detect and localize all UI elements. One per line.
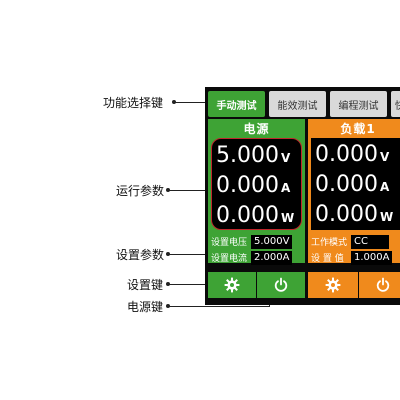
voltage-unit: V [280,151,291,165]
load-channel-buttons [308,272,400,298]
power-value: 0.000 [216,203,279,228]
power-channel-buttons [208,272,305,298]
power-channel-panel: 电源 5.000 V 0.000 A 0.000 W 设置电压 5.000V [208,119,305,265]
work-mode-value[interactable]: CC [351,234,389,249]
set-value-label: 设 置 值 [311,254,344,264]
annotation-dot [172,100,176,104]
load-current-readout: 0.000 A [311,168,400,198]
tab-program-test[interactable]: 编程测试 [330,91,387,117]
annotation-line [168,284,224,285]
power-unit: W [280,211,295,225]
annotation-dot [166,188,170,192]
load-channel-panel: 负载1 0.000 V 0.000 A 0.000 W 工作模式 CC [308,119,400,265]
instrument-screen: 手动测试 能效测试 编程测试 快 电源 5.000 V 0.000 A 0.00… [205,87,400,305]
load-channel-title: 负载1 [340,121,376,136]
annotation-line [168,306,270,307]
annotation-power-key: 电源键 [127,300,164,314]
divider [256,272,257,298]
divider [357,272,359,298]
current-value: 0.000 [216,173,279,198]
power-toggle-button[interactable] [257,272,305,298]
set-value-row: 设 置 值 1.000A [311,250,393,265]
annotation-line [168,190,210,191]
voltage-value: 5.000 [216,143,279,168]
annotation-dot [166,282,170,286]
annotation-function-select-key: 功能选择键 [103,96,164,110]
load-voltage-value: 0.000 [315,142,378,167]
function-tabs: 手动测试 能效测试 编程测试 快 [208,91,400,117]
set-current-value[interactable]: 2.000A [251,250,293,265]
tab-manual-test[interactable]: 手动测试 [208,91,265,117]
power-channel-title: 电源 [243,121,270,136]
power-settings-button[interactable] [208,272,256,298]
annotation-set-key: 设置键 [127,278,164,292]
annotation-run-params: 运行参数 [116,184,165,198]
load-toggle-button[interactable] [359,272,400,298]
load-power-value: 0.000 [315,202,378,227]
set-voltage-value[interactable]: 5.000V [251,234,293,249]
power-icon [274,277,288,292]
load-current-value: 0.000 [315,172,378,197]
set-voltage-label: 设置电压 [211,238,248,248]
tab-efficiency-test[interactable]: 能效测试 [269,91,326,117]
work-mode-row: 工作模式 CC [311,234,389,249]
gear-icon [224,277,240,293]
load-voltage-unit: V [379,150,390,164]
load-readout: 0.000 V 0.000 A 0.000 W [311,138,400,230]
load-current-unit: A [379,180,390,194]
tab-quick-test[interactable]: 快 [391,91,400,117]
set-voltage-row: 设置电压 5.000V [211,234,293,249]
load-voltage-readout: 0.000 V [311,138,400,168]
set-current-row: 设置电流 2.000A [211,250,293,265]
annotation-set-params: 设置参数 [116,248,165,262]
set-current-label: 设置电流 [211,254,248,264]
annotation-line [168,254,210,255]
current-unit: A [280,181,291,195]
power-readout: 5.000 V 0.000 A 0.000 W [211,138,302,230]
load-power-readout: 0.000 W [311,198,400,228]
annotation-dot [166,304,170,308]
load-power-unit: W [379,210,394,224]
power-icon [377,277,390,292]
annotation-line [174,102,209,103]
gear-icon [325,277,341,293]
work-mode-label: 工作模式 [311,238,348,248]
voltage-readout: 5.000 V [212,139,301,169]
current-readout: 0.000 A [212,169,301,199]
set-value-value[interactable]: 1.000A [351,250,393,265]
annotation-dot [166,252,170,256]
power-readout-row: 0.000 W [212,199,301,229]
load-settings-button[interactable] [308,272,358,298]
